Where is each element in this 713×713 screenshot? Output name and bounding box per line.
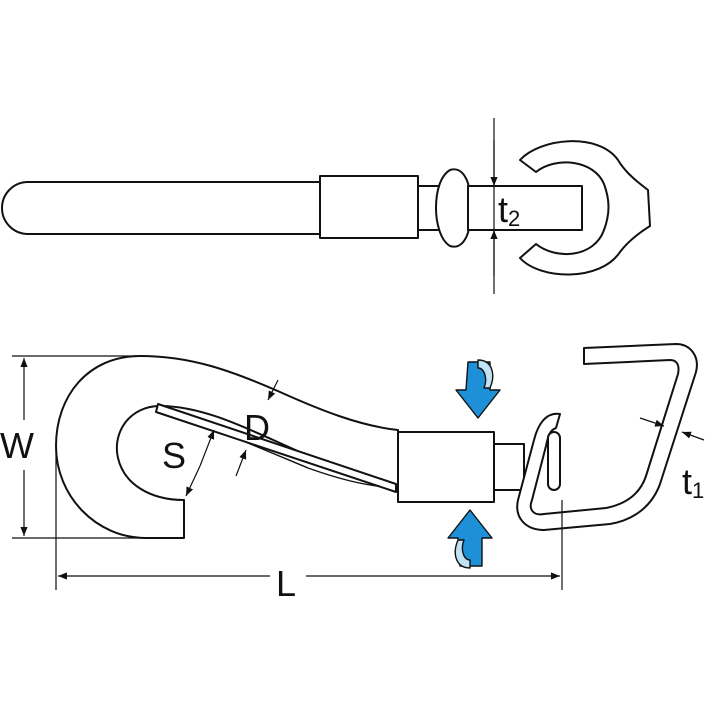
t1-arrow-2 xyxy=(681,431,705,441)
rotate-down-arrow-icon xyxy=(455,359,501,419)
s-arrow-1 xyxy=(199,429,215,467)
top-sleeve xyxy=(319,175,419,239)
d-arrow-2 xyxy=(235,449,247,477)
rotate-up-arrow-icon xyxy=(447,509,493,569)
side-swivel-shaft xyxy=(493,443,525,491)
side-view: W S D L t1 xyxy=(0,343,705,604)
top-view: t2 xyxy=(1,118,651,294)
d-label: D xyxy=(244,407,270,448)
l-label: L xyxy=(276,563,296,604)
w-label: W xyxy=(0,425,34,466)
side-sleeve xyxy=(397,431,495,503)
top-swivel-ring xyxy=(519,140,651,276)
hook-body xyxy=(55,355,399,539)
swivel-eye xyxy=(516,343,698,531)
d-arrow-1 xyxy=(267,379,279,401)
top-washer xyxy=(435,168,472,248)
s-label: S xyxy=(162,435,186,476)
spring-gate xyxy=(155,403,397,493)
top-swivel-shaft xyxy=(467,185,583,231)
swivel-clip xyxy=(547,431,561,491)
t1-arrow-1 xyxy=(639,417,665,427)
t1-label: t1 xyxy=(682,461,704,503)
s-arrow-2 xyxy=(185,465,201,497)
t2-label: t2 xyxy=(498,189,520,231)
top-rod xyxy=(1,181,323,235)
